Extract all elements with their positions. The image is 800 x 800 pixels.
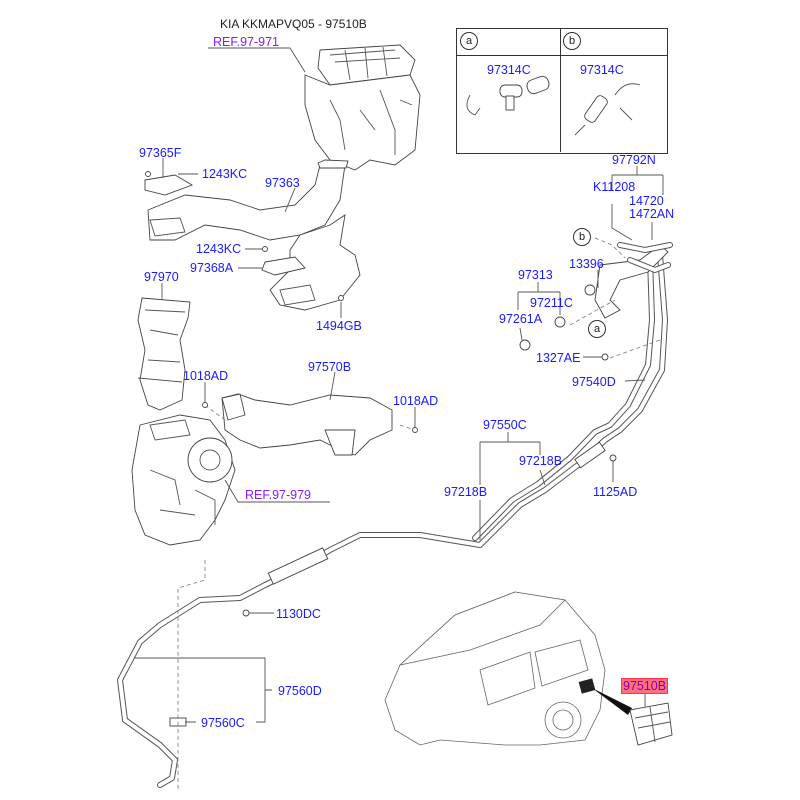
- part-label-97510B-highlighted[interactable]: 97510B: [621, 678, 669, 694]
- part-label-1018AD[interactable]: 1018AD: [183, 369, 229, 383]
- reference-link-97-971[interactable]: REF.97-971: [213, 35, 280, 49]
- reference-link-97-979[interactable]: REF.97-979: [245, 488, 312, 502]
- detail-marker-b: b: [563, 32, 581, 50]
- vehicle-drawing: [384, 591, 632, 746]
- part-label-97363[interactable]: 97363: [265, 176, 300, 190]
- part-label-97313[interactable]: 97313: [518, 268, 553, 282]
- part-label-97218B[interactable]: 97218B: [444, 485, 488, 499]
- ref-top-leader: [208, 47, 306, 73]
- part-label-1125AD[interactable]: 1125AD: [593, 485, 638, 499]
- centerline: [177, 560, 206, 790]
- part-label-97211C[interactable]: 97211C: [530, 296, 573, 310]
- callout-marker-b: b: [573, 228, 591, 246]
- detail-b-drawing: [574, 83, 641, 136]
- part-label-K11208[interactable]: K11208: [593, 180, 636, 194]
- part-label-14720[interactable]: 14720: [629, 194, 664, 208]
- part-label-97550C[interactable]: 97550C: [483, 418, 527, 432]
- part-label-97570B[interactable]: 97570B: [308, 360, 352, 374]
- detail-a-drawing: [466, 75, 550, 116]
- detail-a-part-label[interactable]: 97314C: [487, 63, 531, 77]
- fasteners: [145, 171, 617, 617]
- ref-bottom-leader: [224, 479, 330, 503]
- part-label-97560C[interactable]: 97560C: [201, 716, 245, 730]
- part-label-97365F[interactable]: 97365F: [139, 146, 182, 160]
- hvac-unit-lower-drawing: [131, 414, 236, 546]
- part-label-97368A[interactable]: 97368A: [190, 261, 234, 275]
- detail-box-divider: [560, 28, 561, 152]
- part-label-1494GB[interactable]: 1494GB: [316, 319, 362, 333]
- duct-97570B-drawing: [221, 393, 393, 456]
- part-label-1130DC[interactable]: 1130DC: [276, 607, 321, 621]
- duct-97970-drawing: [137, 297, 191, 411]
- part-label-97261A[interactable]: 97261A: [499, 312, 543, 326]
- part-label-97540D[interactable]: 97540D: [572, 375, 616, 389]
- part-label-1327AE[interactable]: 1327AE: [536, 351, 581, 365]
- part-label-97792N[interactable]: 97792N: [612, 153, 656, 167]
- part-label-97218B[interactable]: 97218B: [519, 454, 563, 468]
- detail-marker-a: a: [460, 32, 478, 50]
- part-label-1243KC[interactable]: 1243KC: [196, 242, 242, 256]
- part-label-13396[interactable]: 13396: [569, 257, 604, 271]
- detail-box-header: [456, 28, 668, 56]
- detail-b-part-label[interactable]: 97314C: [580, 63, 624, 77]
- part-label-1472AN[interactable]: 1472AN: [629, 207, 675, 221]
- label-leaders: [135, 158, 664, 723]
- part-label-97560D[interactable]: 97560D: [278, 684, 322, 698]
- diagram-title: KIA KKMAPVQ05 - 97510B: [220, 17, 367, 31]
- part-label-1243KC[interactable]: 1243KC: [202, 167, 248, 181]
- part-label-97970[interactable]: 97970: [144, 270, 179, 284]
- hvac-unit-top-drawing: [304, 44, 421, 171]
- vent-grille-97510B-drawing: [629, 702, 673, 746]
- callout-marker-a: a: [588, 320, 606, 338]
- rear-duct-97363-drawing: [144, 159, 361, 311]
- ac-pipes-drawing: [117, 242, 673, 788]
- part-label-1018AD[interactable]: 1018AD: [393, 394, 439, 408]
